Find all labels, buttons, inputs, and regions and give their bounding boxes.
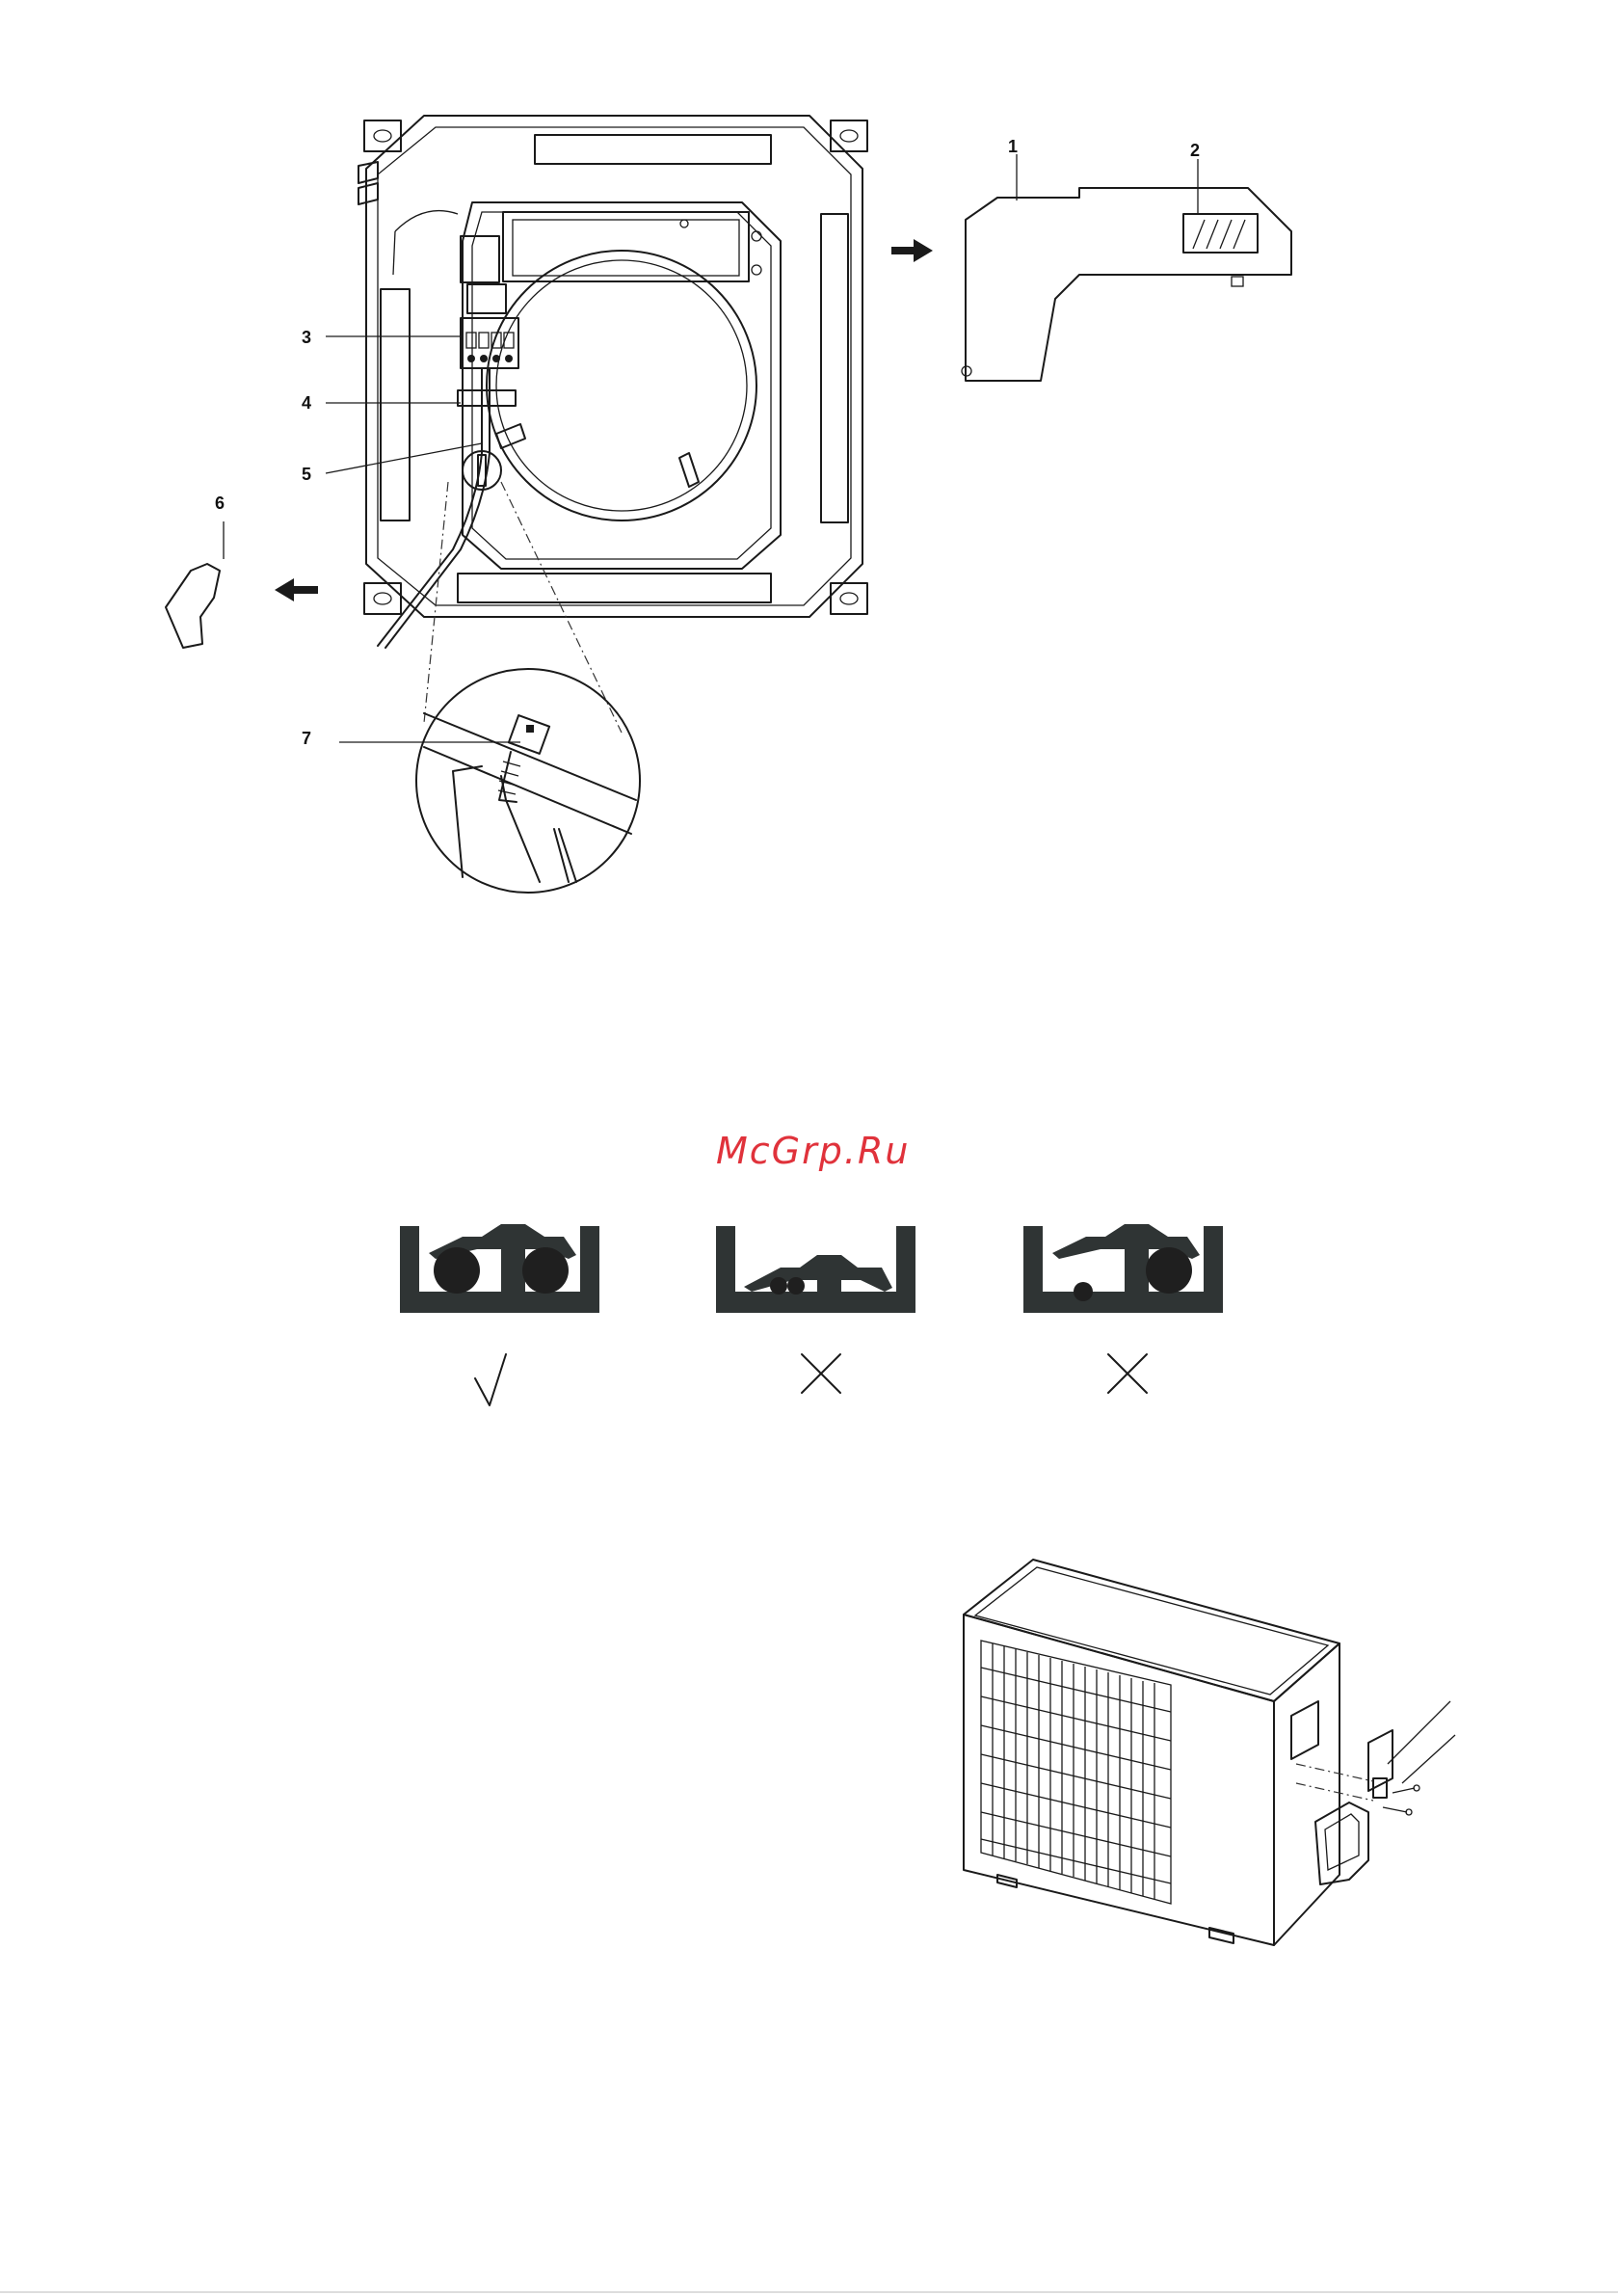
pipe-stub — [358, 183, 378, 204]
outdoor-side-face — [1274, 1643, 1339, 1945]
cross-icon — [802, 1354, 840, 1393]
watermark: McGrp.Ru — [716, 1130, 910, 1172]
pipe-run — [1388, 1701, 1450, 1764]
clamp-wrong-2 — [1023, 1224, 1223, 1313]
check-icon — [475, 1354, 506, 1405]
outlet-slot-top — [535, 135, 771, 164]
outlet-slot-left — [381, 289, 410, 521]
outlet-slot-bottom — [458, 574, 771, 602]
mount-tab-bottom-left — [364, 583, 401, 614]
cable-cover-plate — [1368, 1730, 1393, 1791]
callout-2: 2 — [1190, 141, 1200, 160]
callout-5: 5 — [302, 465, 311, 484]
outdoor-unit-drawing — [964, 1560, 1455, 1945]
arrow-right-icon — [891, 239, 933, 262]
control-board — [461, 236, 499, 282]
callout-3: 3 — [302, 328, 311, 347]
part-6-cover — [166, 564, 220, 648]
callout-7: 7 — [302, 729, 311, 748]
valve-cover — [1315, 1802, 1368, 1884]
outdoor-front-face — [964, 1615, 1274, 1945]
callout-6: 6 — [215, 494, 225, 513]
mount-tab-top-right — [831, 120, 867, 151]
mount-tab-top-left — [364, 120, 401, 151]
electrical-box — [503, 212, 749, 281]
cable-tie-detail — [416, 669, 640, 893]
clamp-wrong-1 — [716, 1226, 915, 1313]
outlet-slot-right — [821, 214, 848, 522]
arrow-left-icon — [275, 578, 318, 601]
power-cable — [378, 368, 482, 646]
fan-circle — [487, 251, 756, 521]
cross-icon — [1108, 1354, 1147, 1393]
pipe-stub — [358, 162, 378, 183]
relay — [467, 284, 506, 313]
cassette-unit-drawing — [358, 116, 867, 648]
clamp-correct — [400, 1224, 599, 1313]
label-hatching — [1193, 220, 1245, 249]
mount-tab-bottom-right — [831, 583, 867, 614]
side-handle — [1291, 1701, 1318, 1759]
callout-1: 1 — [1008, 137, 1018, 156]
cassette-outer-panel — [366, 116, 862, 617]
inner-chamber — [463, 202, 781, 569]
callout-4: 4 — [302, 393, 311, 413]
part-1-cover — [962, 188, 1291, 381]
cable-tie — [509, 715, 549, 754]
